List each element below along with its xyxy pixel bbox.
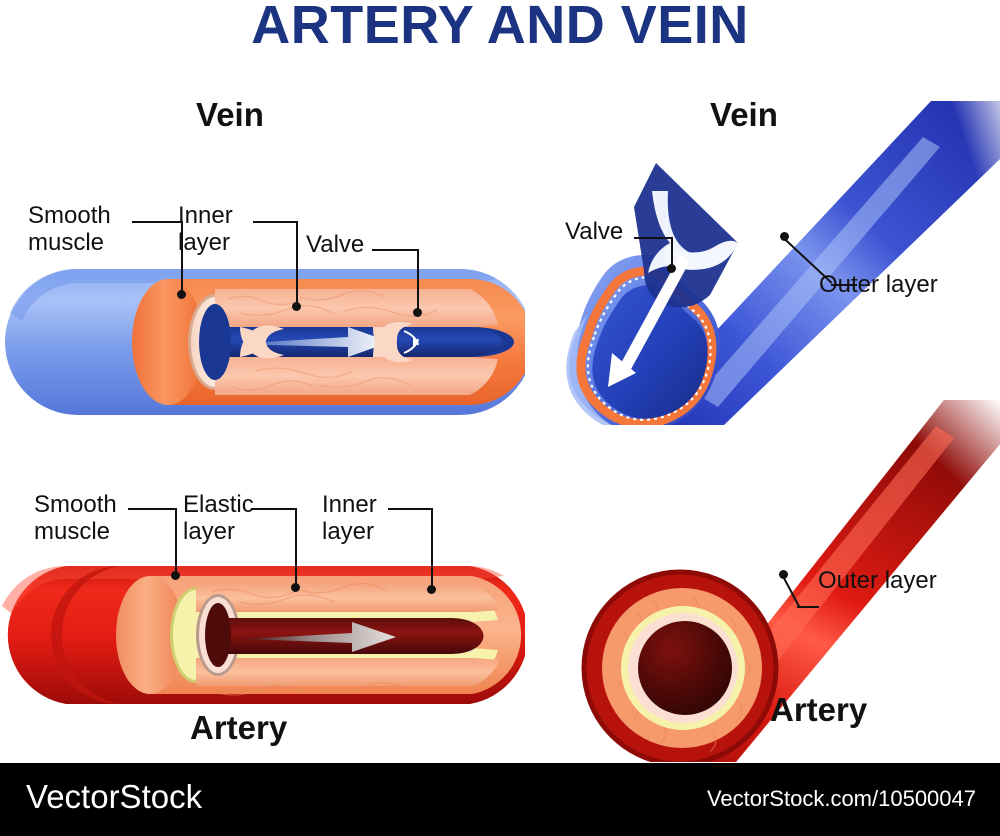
vein-tube-valve-leader-h bbox=[634, 237, 672, 239]
artery-tube-label-outer-layer: Outer layer bbox=[818, 567, 937, 594]
artery-smooth-muscle-leader-h bbox=[128, 508, 176, 510]
vein-tube-valve-leader-dot bbox=[667, 264, 676, 273]
vein-label-inner-layer: Inner layer bbox=[178, 202, 233, 256]
vein-smooth-muscle-leader-h bbox=[132, 221, 182, 223]
artery-smooth-muscle-leader-v bbox=[175, 508, 177, 574]
vein-label-smooth-muscle: Smooth muscle bbox=[28, 202, 111, 256]
vein-inner-layer-leader-h bbox=[253, 221, 297, 223]
artery-elastic-layer-leader-v bbox=[295, 508, 297, 586]
vein-inner-layer-leader-dot bbox=[292, 302, 301, 311]
vein-tube-label-outer-layer: Outer layer bbox=[819, 271, 938, 298]
artery-tube-illustration bbox=[540, 400, 1000, 762]
artery-inner-layer-leader-h bbox=[388, 508, 432, 510]
vein-tube-outer-layer-leader-dot bbox=[780, 232, 789, 241]
vein-tube-illustration bbox=[548, 95, 1000, 425]
artery-tube-heading: Artery bbox=[770, 691, 868, 728]
artery-tube-outer-layer-leader-h bbox=[797, 606, 819, 608]
artery-inner-layer-leader-dot bbox=[427, 585, 436, 594]
vein-valve-leader-v bbox=[417, 249, 419, 311]
vein-inner-layer-leader-v bbox=[296, 221, 298, 305]
artery-tube-outer-layer-leader-dot bbox=[779, 570, 788, 579]
artery-cutaway-heading: Artery bbox=[190, 709, 288, 746]
artery-cutaway-illustration bbox=[0, 562, 525, 707]
vein-cutaway-heading: Vein bbox=[196, 96, 264, 133]
artery-smooth-muscle-leader-dot bbox=[171, 571, 180, 580]
vein-valve-leader-h bbox=[372, 249, 418, 251]
artery-elastic-layer-leader-h bbox=[252, 508, 296, 510]
artery-label-smooth-muscle: Smooth muscle bbox=[34, 491, 117, 545]
artery-elastic-layer-leader-dot bbox=[291, 583, 300, 592]
vein-tube-label-valve: Valve bbox=[565, 218, 624, 245]
footer-brand: VectorStock bbox=[26, 778, 203, 815]
vein-cutaway-illustration bbox=[0, 265, 525, 420]
footer-url: VectorStock.com/10500047 bbox=[706, 786, 976, 811]
vein-smooth-muscle-leader-dot bbox=[177, 290, 186, 299]
artery-label-elastic-layer: Elastic layer bbox=[183, 491, 254, 545]
artery-inner-layer-leader-v bbox=[431, 508, 433, 588]
vein-smooth-muscle-leader-v bbox=[181, 221, 183, 293]
page-title: ARTERY AND VEIN bbox=[251, 0, 749, 55]
artery-label-inner-layer: Inner layer bbox=[322, 491, 377, 545]
vein-tube-outer-layer-leader-h bbox=[831, 284, 857, 286]
vein-tube-valve-leader-v bbox=[671, 237, 673, 267]
vein-valve-leader-dot bbox=[413, 308, 422, 317]
vein-label-valve: Valve bbox=[306, 231, 365, 258]
vein-tube-heading: Vein bbox=[710, 96, 778, 133]
footer-bar bbox=[0, 763, 1000, 836]
